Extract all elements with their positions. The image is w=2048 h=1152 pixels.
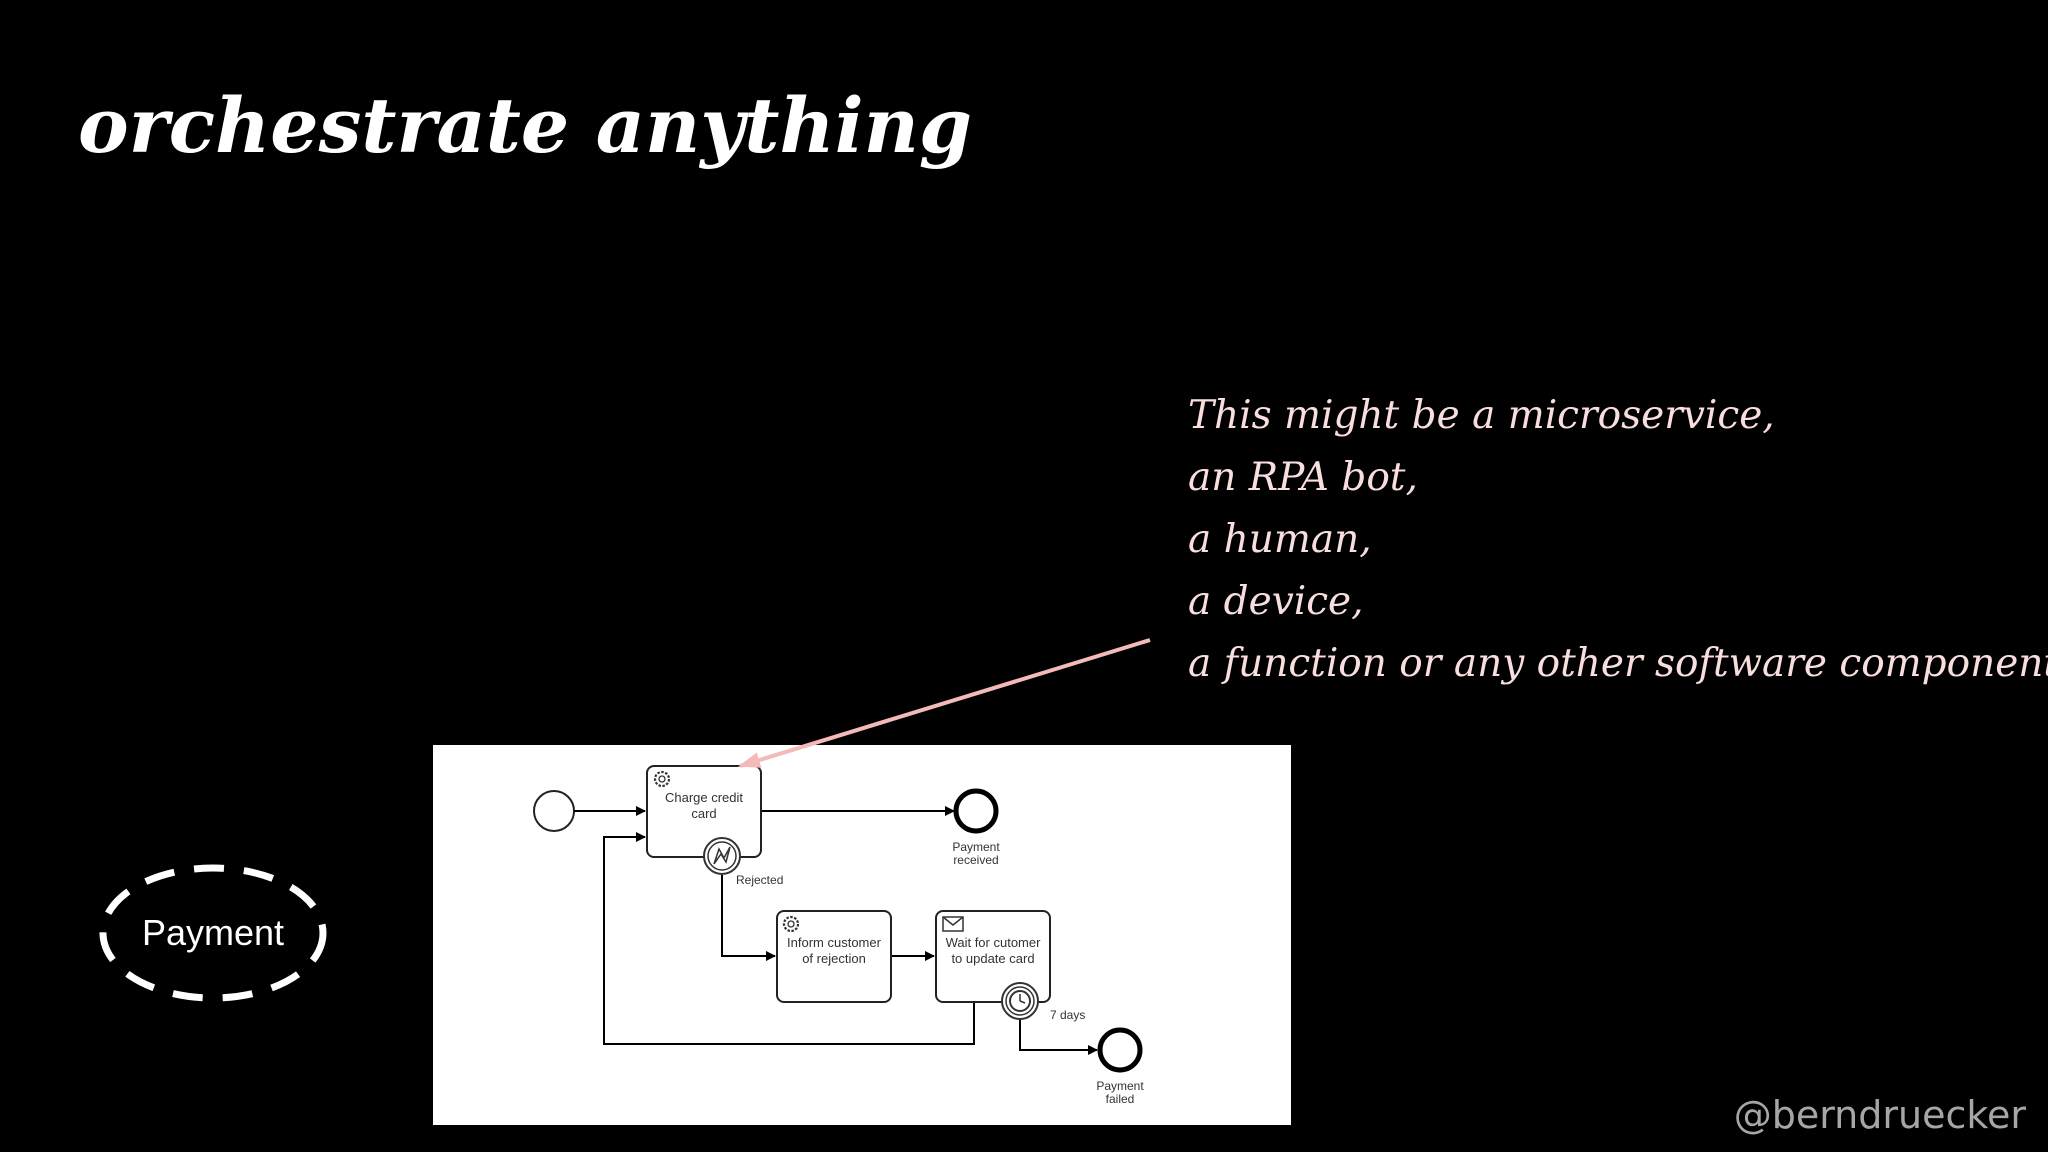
task-label: Inform customer	[787, 935, 882, 950]
author-handle: @berndruecker	[1733, 1093, 2026, 1137]
error-boundary-event	[703, 837, 741, 875]
gear-icon	[653, 770, 671, 788]
envelope-icon	[942, 916, 964, 932]
clock-icon	[1009, 990, 1031, 1012]
event-label: failed	[1106, 1092, 1135, 1106]
flow-loop-back	[603, 832, 975, 1045]
task-label: Charge credit	[665, 790, 743, 805]
event-label: received	[953, 853, 998, 867]
timer-boundary-event	[1001, 982, 1039, 1020]
lightning-icon	[713, 846, 731, 865]
flow-timer-to-failed	[1019, 1007, 1098, 1055]
payment-label: Payment	[141, 912, 285, 953]
task-label: to update card	[951, 951, 1034, 966]
callout-line: a human,	[1188, 517, 1372, 562]
payment-dashed-ellipse	[99, 864, 327, 1002]
flow-label-timer: 7 days	[1050, 1008, 1085, 1022]
bpmn-diagram: Charge credit card Rejected Payment rece…	[533, 765, 1144, 1106]
task-charge-credit-card: Charge credit card	[646, 765, 762, 858]
flow-label-rejected: Rejected	[736, 873, 783, 887]
task-label: of rejection	[802, 951, 866, 966]
gear-icon	[782, 915, 800, 933]
slide-title: orchestrate anything	[78, 81, 973, 170]
flow-rejected	[721, 875, 776, 961]
bpmn-diagram-card: Charge credit card Rejected Payment rece…	[433, 745, 1291, 1125]
task-label: Wait for cutomer	[946, 935, 1042, 950]
event-label: Payment	[952, 840, 1000, 854]
end-event-payment-failed: Payment failed	[1096, 1027, 1144, 1106]
task-label: card	[691, 806, 716, 821]
task-wait-for-customer: Wait for cutomer to update card	[935, 910, 1051, 1003]
event-label: Payment	[1096, 1079, 1144, 1093]
callout-line: This might be a microservice,	[1188, 393, 1775, 438]
task-inform-customer: Inform customer of rejection	[776, 910, 892, 1003]
start-event	[533, 790, 575, 832]
end-event-payment-received: Payment received	[952, 788, 1000, 867]
callout-line: a function or any other software compone…	[1188, 641, 2048, 686]
callout-line: an RPA bot,	[1188, 455, 1418, 500]
callout-line: a device,	[1188, 579, 1364, 624]
callout-text: This might be a microservice, an RPA bot…	[1188, 385, 2048, 695]
